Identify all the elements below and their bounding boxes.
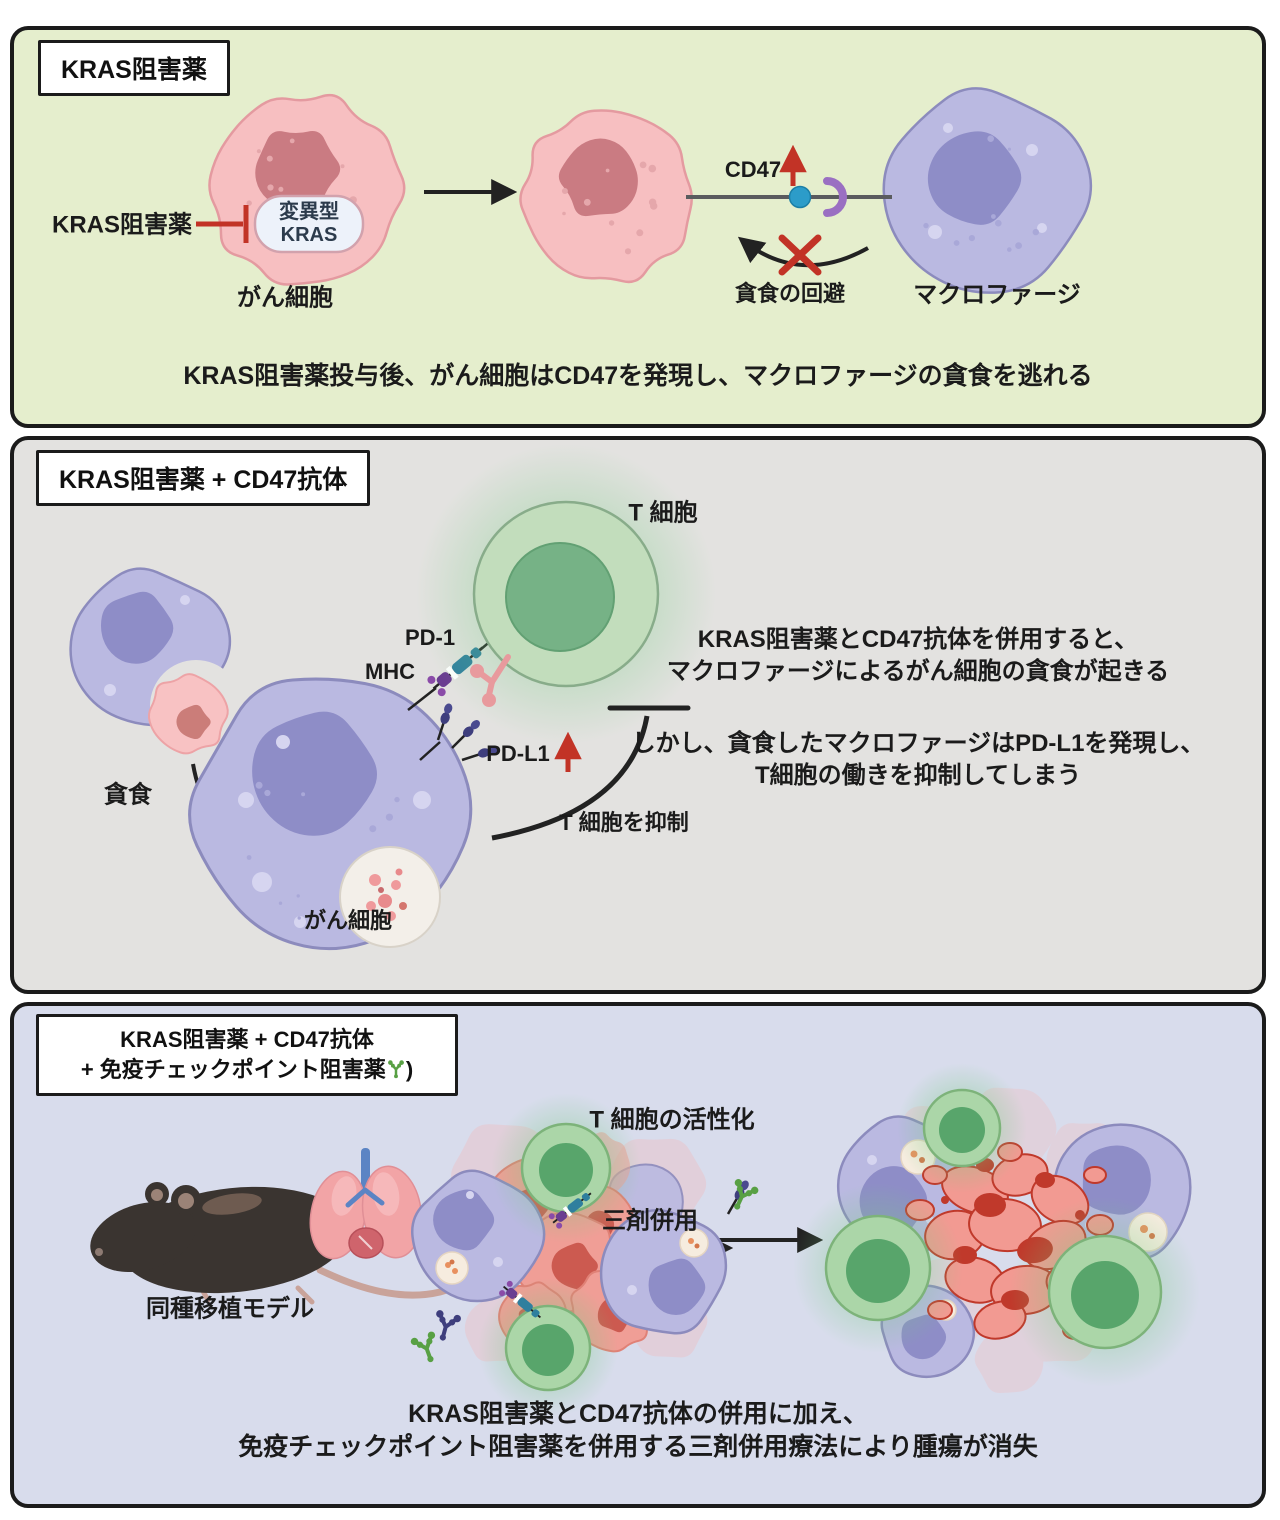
panel3-title-line2: + 免疫チェックポイント阻害薬) bbox=[80, 1057, 414, 1082]
antibody-icon bbox=[386, 1059, 405, 1080]
t-cell-label: T 細胞 bbox=[628, 499, 698, 527]
t-cell-activation-label: T 細胞の活性化 bbox=[589, 1106, 755, 1134]
cd47-label: CD47 bbox=[724, 157, 782, 182]
mhc-label: MHC bbox=[364, 659, 416, 684]
triple-combo-label: 三剤併用 bbox=[602, 1207, 698, 1235]
panel2-text-1: KRAS阻害薬とCD47抗体を併用すると、 マクロファージによるがん細胞の貪食が… bbox=[666, 626, 1170, 685]
panel1-title: KRAS阻害薬 bbox=[61, 56, 207, 84]
panel2-title: KRAS阻害薬 + CD47抗体 bbox=[59, 466, 348, 494]
mouse-model-label: 同種移植モデル bbox=[146, 1295, 314, 1323]
panel3-title-line1: KRAS阻害薬 + CD47抗体 bbox=[120, 1027, 374, 1052]
cancer-cell-label-2: がん細胞 bbox=[303, 908, 393, 933]
t-cell-suppression-label: T 細胞を抑制 bbox=[559, 810, 689, 835]
kras-inhibitor-label: KRAS阻害薬 bbox=[51, 211, 193, 239]
panel2-text-2: しかし、貪食したマクロファージはPD-L1を発現し、 T細胞の働きを抑制してしま… bbox=[631, 730, 1205, 789]
macrophage-label: マクロファージ bbox=[913, 281, 1081, 309]
pdl1-label: PD-L1 bbox=[486, 741, 550, 766]
panel1-title-box: KRAS阻害薬 bbox=[38, 40, 230, 96]
panel3-caption: KRAS阻害薬とCD47抗体の併用に加え、 免疫チェックポイント阻害薬を併用する… bbox=[238, 1400, 1038, 1461]
evasion-label: 貪食の回避 bbox=[734, 281, 846, 306]
panel1-caption: KRAS阻害薬投与後、がん細胞はCD47を発現し、マクロファージの貪食を逃れる bbox=[183, 362, 1093, 390]
mutant-kras-label: 変異型 KRAS bbox=[279, 201, 339, 246]
cancer-cell-label-1: がん細胞 bbox=[237, 284, 333, 312]
panel2-title-box: KRAS阻害薬 + CD47抗体 bbox=[36, 450, 371, 506]
pd1-label: PD-1 bbox=[404, 625, 456, 650]
phagocytosis-label: 貪食 bbox=[104, 781, 152, 809]
panel3-title-box: KRAS阻害薬 + CD47抗体 + 免疫チェックポイント阻害薬) bbox=[36, 1014, 458, 1096]
